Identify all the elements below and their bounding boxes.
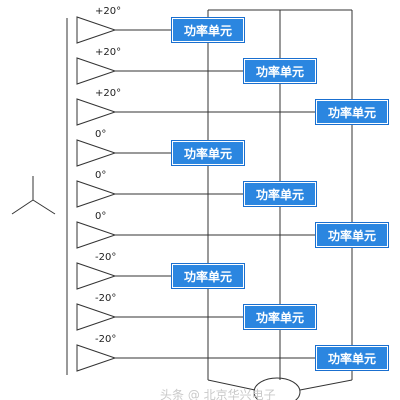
antenna-element-triangle xyxy=(76,98,117,126)
phase-angle-label: 0° xyxy=(95,129,106,140)
power-unit-box: 功率单元 xyxy=(316,346,388,370)
power-unit-box: 功率单元 xyxy=(172,141,244,165)
bottom-right-line xyxy=(299,379,353,391)
power-unit-box: 功率单元 xyxy=(244,182,316,206)
antenna-element-triangle xyxy=(76,262,117,290)
phase-angle-label: 0° xyxy=(95,211,106,222)
power-unit-box: 功率单元 xyxy=(172,264,244,288)
antenna-element-triangle xyxy=(76,221,117,249)
phase-angle-label: +20° xyxy=(95,6,121,17)
phase-angle-label: 0° xyxy=(95,170,106,181)
phase-angle-label: -20° xyxy=(95,293,116,304)
phase-angle-label: +20° xyxy=(95,88,121,99)
antenna-element-triangle xyxy=(76,344,117,372)
power-unit-box: 功率单元 xyxy=(316,223,388,247)
combiner-ellipse xyxy=(253,377,301,400)
antenna-element-triangle xyxy=(76,139,117,167)
power-unit-box: 功率单元 xyxy=(172,18,244,42)
power-unit-box: 功率单元 xyxy=(316,100,388,124)
watermark-text: 头条 @ 北京华兴电子 xyxy=(160,388,276,400)
power-unit-box: 功率单元 xyxy=(244,59,316,83)
wave-arrow-right xyxy=(32,199,56,215)
bottom-left-line xyxy=(207,379,256,391)
phase-angle-label: -20° xyxy=(95,334,116,345)
antenna-element-triangle xyxy=(76,180,117,208)
antenna-element-triangle xyxy=(76,57,117,85)
power-unit-box: 功率单元 xyxy=(244,305,316,329)
antenna-element-triangle xyxy=(76,303,117,331)
wave-arrow-left xyxy=(11,199,34,215)
phase-angle-label: +20° xyxy=(95,47,121,58)
antenna-element-triangle xyxy=(76,16,117,44)
element-rows: +20° +20° +20° 0° 0° 0° -20° -20° -20° xyxy=(76,6,316,372)
phase-angle-label: -20° xyxy=(95,252,116,263)
